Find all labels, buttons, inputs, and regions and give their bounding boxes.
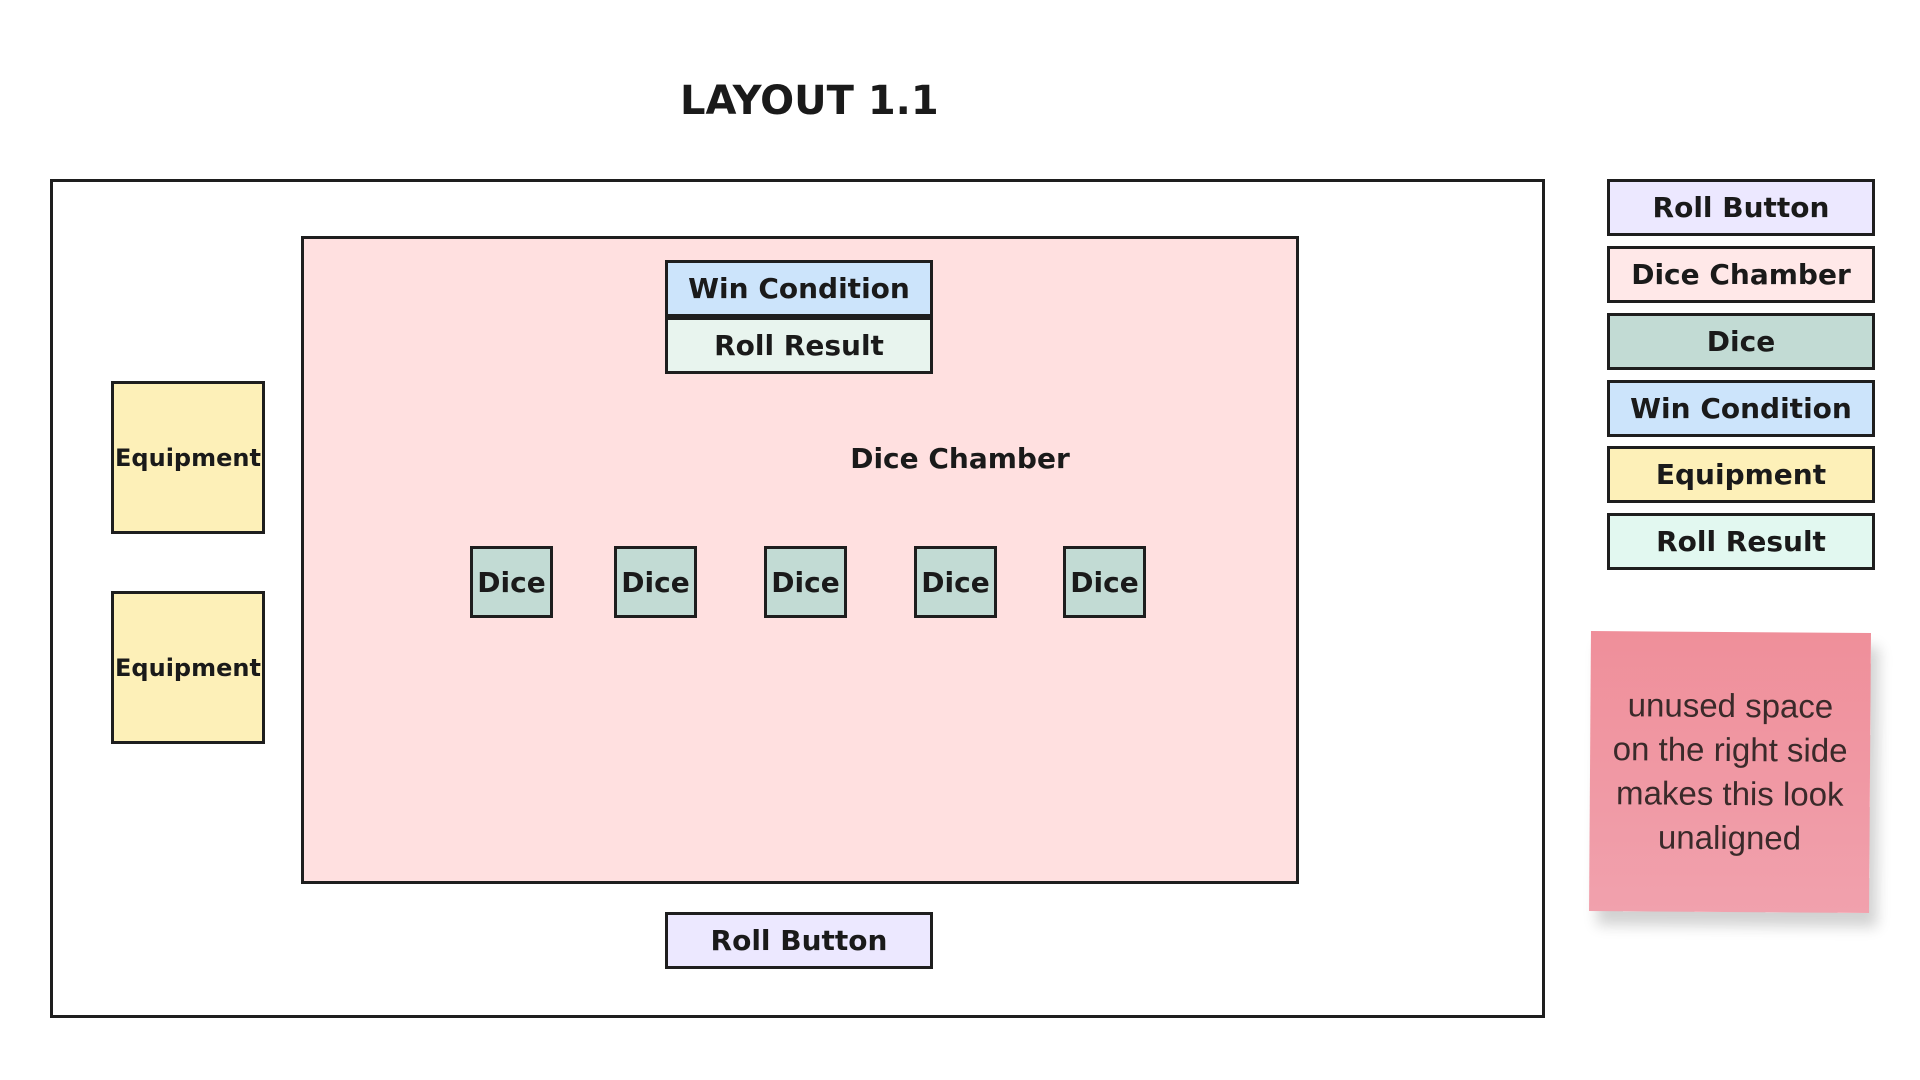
equipment-slot-2: Equipment	[111, 591, 265, 744]
legend-equipment: Equipment	[1607, 446, 1875, 503]
dice-5: Dice	[1063, 546, 1146, 618]
legend-dice: Dice	[1607, 313, 1875, 370]
legend-roll-result: Roll Result	[1607, 513, 1875, 570]
dice-chamber-label: Dice Chamber	[850, 442, 1070, 475]
win-condition-box: Win Condition	[665, 260, 933, 317]
roll-result-box: Roll Result	[665, 317, 933, 374]
legend-roll-button: Roll Button	[1607, 179, 1875, 236]
page-title: LAYOUT 1.1	[680, 78, 939, 124]
legend-dice-chamber: Dice Chamber	[1607, 246, 1875, 303]
equipment-slot-1: Equipment	[111, 381, 265, 534]
dice-3: Dice	[764, 546, 847, 618]
roll-button-box: Roll Button	[665, 912, 933, 969]
dice-4: Dice	[914, 546, 997, 618]
legend-win-condition: Win Condition	[1607, 380, 1875, 437]
sticky-note: unused space on the right side makes thi…	[1589, 631, 1871, 913]
dice-1: Dice	[470, 546, 553, 618]
dice-2: Dice	[614, 546, 697, 618]
